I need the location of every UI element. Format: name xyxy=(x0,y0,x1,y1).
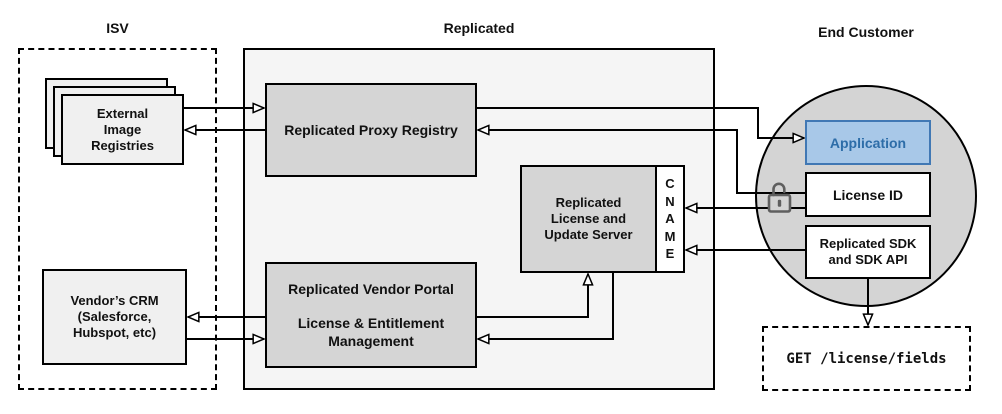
external-registries-line2: Image xyxy=(103,121,142,137)
license-id-node: License ID xyxy=(805,172,931,217)
vendors-crm-line1: Vendor’s CRM xyxy=(70,293,159,308)
cname-letter-a: A xyxy=(665,211,675,227)
section-label-end-customer: End Customer xyxy=(818,24,914,40)
padlock-shackle xyxy=(772,182,786,197)
license-server-line3: Update Server xyxy=(544,227,633,242)
vendor-portal-node: Replicated Vendor Portal License & Entit… xyxy=(265,262,477,368)
padlock-keyhole xyxy=(777,199,782,207)
license-update-server-node: Replicated License and Update Server xyxy=(520,165,657,273)
cname-letter-m: M xyxy=(664,228,676,244)
proxy-registry-label: Replicated Proxy Registry xyxy=(284,122,458,138)
cname-letter-c: C xyxy=(665,176,675,192)
vendors-crm-node: Vendor’s CRM (Salesforce, Hubspot, etc) xyxy=(42,269,187,365)
application-label: Application xyxy=(829,134,907,151)
replicated-sdk-node: Replicated SDK and SDK API xyxy=(805,225,931,279)
vendor-portal-subtitle-line1: License & Entitlement xyxy=(297,315,445,331)
get-endpoint-node: GET /license/fields xyxy=(762,326,971,391)
unlocked-padlock-icon xyxy=(767,182,792,213)
replicated-sdk-line1: Replicated SDK xyxy=(819,236,917,251)
replicated-sdk-line2: and SDK API xyxy=(828,252,908,267)
cname-node: C N A M E xyxy=(655,165,685,273)
get-endpoint-label: GET /license/fields xyxy=(786,350,947,367)
external-registries-line3: Registries xyxy=(91,137,154,153)
proxy-registry-node: Replicated Proxy Registry xyxy=(265,83,477,177)
external-registries-node: External Image Registries xyxy=(61,94,184,165)
license-server-line2: License and xyxy=(550,211,627,226)
application-node: Application xyxy=(805,120,931,165)
section-label-replicated: Replicated xyxy=(443,20,515,36)
vendor-portal-title: Replicated Vendor Portal xyxy=(288,281,454,297)
vendors-crm-line2: (Salesforce, xyxy=(77,309,152,324)
license-id-label: License ID xyxy=(832,186,904,203)
cname-letter-n: N xyxy=(665,193,675,209)
cname-letter-e: E xyxy=(665,246,675,262)
vendor-portal-subtitle-line2: Management xyxy=(328,333,414,349)
license-server-line1: Replicated xyxy=(555,195,622,210)
vendors-crm-line3: Hubspot, etc) xyxy=(72,325,157,340)
external-registries-line1: External xyxy=(96,105,149,121)
section-label-isv: ISV xyxy=(106,20,129,36)
